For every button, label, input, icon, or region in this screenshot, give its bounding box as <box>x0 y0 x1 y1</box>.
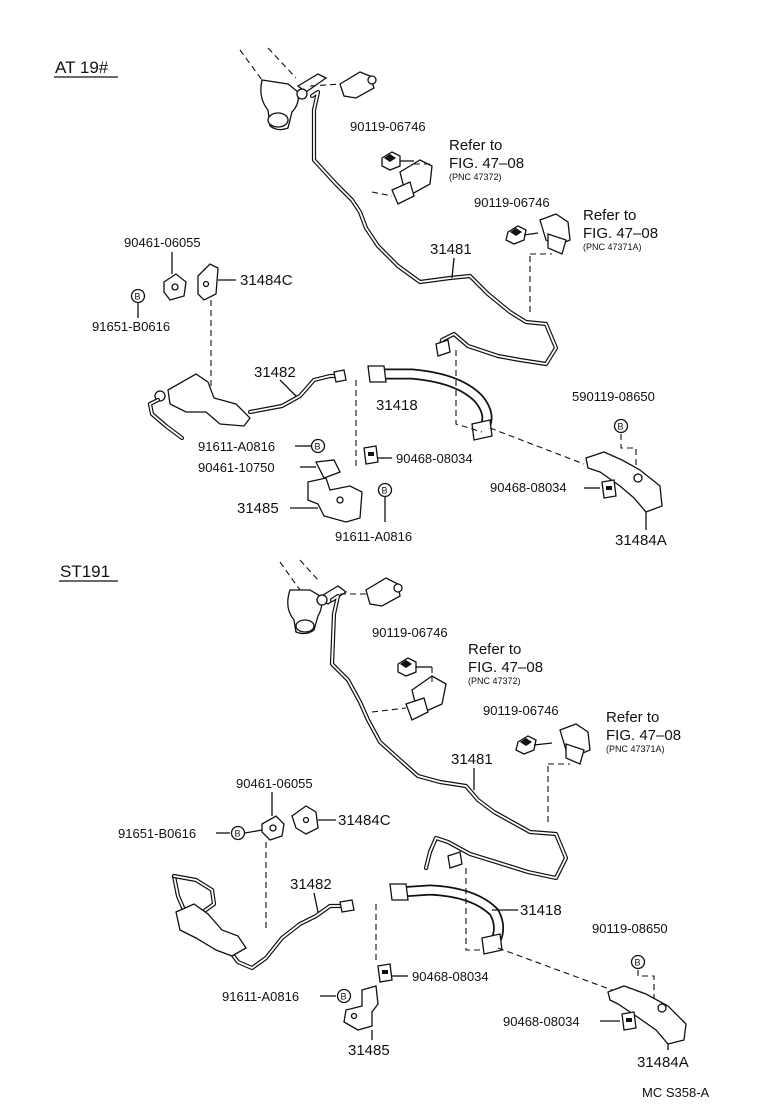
section-title: ST191 <box>60 562 110 581</box>
clip-90461-06055 <box>163 252 187 301</box>
label-90119-06746-b: 90119-06746 <box>483 703 559 718</box>
label-90119-06746-b: 90119-06746 <box>474 195 550 210</box>
svg-text:Refer to: Refer to <box>606 709 659 726</box>
label-31484C: 31484C <box>240 272 293 289</box>
bracket-31484C <box>291 805 336 835</box>
svg-text:B: B <box>315 442 321 452</box>
svg-text:B: B <box>235 829 241 839</box>
svg-text:(PNC 47371A): (PNC 47371A) <box>583 242 642 252</box>
label-31418: 31418 <box>376 397 418 414</box>
svg-text:B: B <box>618 422 624 432</box>
label-91651-B0616: 91651-B0616 <box>92 319 170 334</box>
section-title: AT 19# <box>55 58 109 77</box>
clip-90468-08034-b <box>621 1011 637 1031</box>
label-91611-A0816-b: 91611-A0816 <box>335 529 412 544</box>
label-90119-06746-a: 90119-06746 <box>372 625 448 640</box>
svg-text:FIG. 47–08: FIG. 47–08 <box>606 727 681 744</box>
svg-text:FIG. 47–08: FIG. 47–08 <box>583 225 658 242</box>
label-91611-A0816: 91611-A0816 <box>222 989 299 1004</box>
label-31484C: 31484C <box>338 812 391 829</box>
label-31482: 31482 <box>254 364 296 381</box>
label-31481: 31481 <box>430 241 472 258</box>
label-90468-08034-a: 90468-08034 <box>396 451 473 466</box>
bolt-90119-08650: B <box>630 954 655 1000</box>
svg-text:(PNC 47372): (PNC 47372) <box>449 172 502 182</box>
clip-90468-08034-a <box>363 445 392 465</box>
brake-line-31482 <box>147 369 347 441</box>
svg-text:(PNC 47371A): (PNC 47371A) <box>606 744 665 754</box>
bolt-91611-A0816-a: B <box>310 438 326 454</box>
section-at19: AT 19# <box>54 47 667 549</box>
label-90461-06055: 90461-06055 <box>236 776 313 791</box>
master-cylinder-assembly <box>279 559 403 635</box>
svg-text:B: B <box>382 486 388 496</box>
label-91611-A0816-a: 91611-A0816 <box>198 439 275 454</box>
label-90119-08650: 590119-08650 <box>572 389 655 404</box>
label-31485: 31485 <box>237 500 279 517</box>
label-90468-08034-b: 90468-08034 <box>503 1014 580 1029</box>
label-90461-06055: 90461-06055 <box>124 235 201 250</box>
bolt-90119-08650: B <box>613 418 637 470</box>
label-90461-10750: 90461-10750 <box>198 460 275 475</box>
label-90119-08650: 90119-08650 <box>592 921 668 936</box>
svg-text:FIG. 47–08: FIG. 47–08 <box>449 155 524 172</box>
bracket-31485 <box>343 985 379 1040</box>
clip-90461-10750 <box>315 459 341 479</box>
master-cylinder-assembly <box>239 47 377 131</box>
label-90468-08034-a: 90468-08034 <box>412 969 489 984</box>
label-31484A: 31484A <box>637 1054 689 1071</box>
bolt-91611-A0816: B <box>336 988 352 1004</box>
clamp-bracket-upper-b <box>505 213 571 316</box>
refer-note-a: Refer to FIG. 47–08 (PNC 47372) <box>468 641 543 686</box>
brake-hose-31418 <box>367 365 493 441</box>
label-90119-06746-a: 90119-06746 <box>350 119 426 134</box>
bolt-91651-B0616: B <box>230 825 263 841</box>
svg-text:Refer to: Refer to <box>449 137 502 154</box>
label-31481: 31481 <box>451 751 493 768</box>
label-91651-B0616: 91651-B0616 <box>118 826 196 841</box>
refer-note-b: Refer to FIG. 47–08 (PNC 47371A) <box>583 207 658 252</box>
svg-text:FIG. 47–08: FIG. 47–08 <box>468 659 543 676</box>
label-90468-08034-b: 90468-08034 <box>490 480 567 495</box>
bracket-31484A <box>585 451 663 530</box>
svg-text:Refer to: Refer to <box>583 207 636 224</box>
svg-text:B: B <box>135 292 141 302</box>
svg-text:(PNC 47372): (PNC 47372) <box>468 676 521 686</box>
brake-hose-31418 <box>389 883 505 955</box>
clip-90468-08034-a <box>377 963 408 983</box>
brake-line-31481 <box>329 593 569 881</box>
brake-line-31481 <box>309 89 559 367</box>
clamp-bracket-upper-a <box>371 657 447 721</box>
clip-90468-08034-b <box>601 479 617 499</box>
svg-text:B: B <box>341 992 347 1002</box>
section-st191: ST191 <box>59 559 689 1071</box>
bolt-91651-B0616: B <box>130 288 146 318</box>
svg-text:B: B <box>635 958 641 968</box>
footer-code: MC S358-A <box>642 1085 710 1100</box>
bracket-31484C <box>197 263 236 301</box>
label-31484A: 31484A <box>615 532 667 549</box>
clamp-bracket-upper-a <box>371 151 433 205</box>
label-31485: 31485 <box>348 1042 390 1059</box>
label-31418: 31418 <box>520 902 562 919</box>
clamp-bracket-upper-b <box>515 723 591 826</box>
clip-90461-06055 <box>261 792 285 841</box>
svg-text:Refer to: Refer to <box>468 641 521 658</box>
refer-note-b: Refer to FIG. 47–08 (PNC 47371A) <box>606 709 681 754</box>
brake-line-31482 <box>171 873 355 971</box>
refer-note-a: Refer to FIG. 47–08 (PNC 47372) <box>449 137 524 182</box>
bracket-31485 <box>290 477 363 523</box>
bracket-31484A <box>607 985 687 1050</box>
label-31482: 31482 <box>290 876 332 893</box>
bolt-91611-A0816-b: B <box>377 482 393 522</box>
